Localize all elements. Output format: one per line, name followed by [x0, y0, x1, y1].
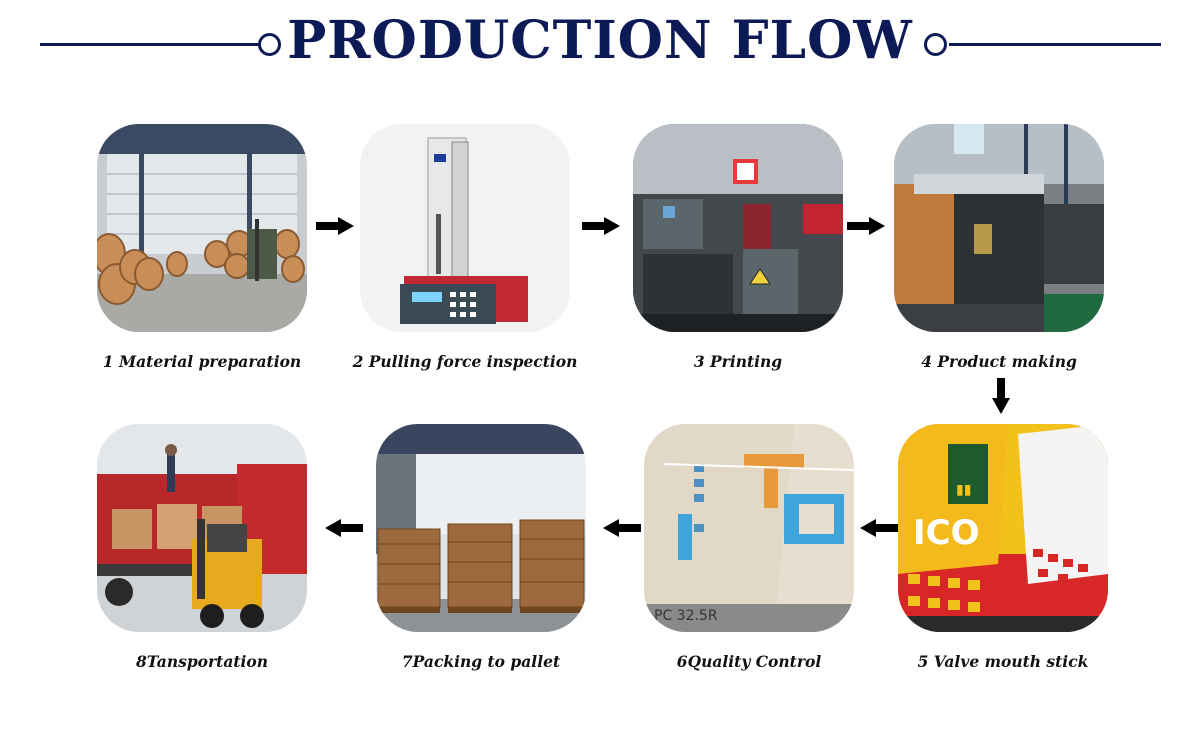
svg-text:PC 32.5R: PC 32.5R	[654, 608, 718, 624]
title-ring-left	[258, 33, 281, 56]
step-7: 7Packing to pallet	[376, 424, 586, 632]
page-title: PRODUCTION FLOW	[0, 10, 1200, 71]
title-rule-left	[40, 43, 262, 46]
step-6-photo: PC 32.5R	[644, 424, 854, 632]
step-2-photo	[360, 124, 570, 332]
title-ring-right	[924, 33, 947, 56]
step-5-label: 5 Valve mouth stick	[858, 652, 1148, 671]
arrow-right-icon	[316, 217, 354, 235]
arrow-left-icon	[860, 519, 898, 537]
step-7-label: 7Packing to pallet	[336, 652, 626, 671]
arrow-left-icon	[325, 519, 363, 537]
step-5-photo: ▮▮ ICO	[898, 424, 1108, 632]
step-6: PC 32.5R 6Quality Control	[644, 424, 854, 632]
step-3: 3 Printing	[633, 124, 843, 332]
step-2: 2 Pulling force inspection	[360, 124, 570, 332]
step-1: 1 Material preparation	[97, 124, 307, 332]
svg-text:ICO: ICO	[913, 513, 980, 553]
step-7-photo	[376, 424, 586, 632]
step-8-photo	[97, 424, 307, 632]
step-1-label: 1 Material preparation	[57, 352, 347, 371]
arrow-down-icon	[992, 378, 1010, 414]
arrow-right-icon	[582, 217, 620, 235]
step-3-photo	[633, 124, 843, 332]
step-3-label: 3 Printing	[593, 352, 883, 371]
title-rule-right	[949, 43, 1161, 46]
svg-text:▮▮: ▮▮	[956, 482, 971, 498]
step-4-photo	[894, 124, 1104, 332]
step-8-label: 8Tansportation	[57, 652, 347, 671]
step-4-label: 4 Product making	[854, 352, 1144, 371]
arrow-left-icon	[603, 519, 641, 537]
step-4: 4 Product making	[894, 124, 1104, 332]
arrow-right-icon	[847, 217, 885, 235]
step-5: ▮▮ ICO 5 Valve mouth stick	[898, 424, 1108, 632]
step-8: 8Tansportation	[97, 424, 307, 632]
step-2-label: 2 Pulling force inspection	[320, 352, 610, 371]
step-6-label: 6Quality Control	[604, 652, 894, 671]
step-1-photo	[97, 124, 307, 332]
